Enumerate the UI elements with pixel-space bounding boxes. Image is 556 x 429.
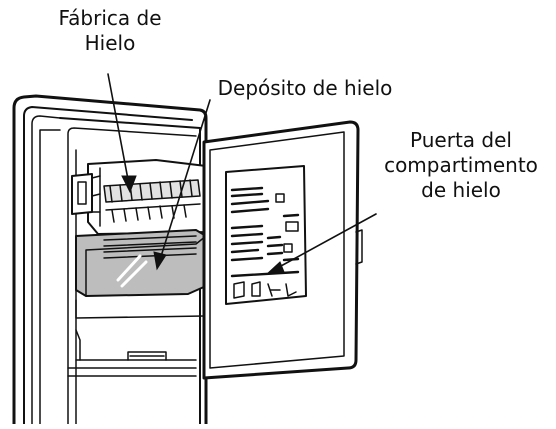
label-ice-door-line-1: Puerta del [410, 128, 512, 152]
ice-bin-leader [157, 99, 211, 267]
leader-lines [107, 73, 377, 273]
ice-bin-arrowhead [153, 251, 167, 271]
ice-bin [75, 229, 207, 319]
ice-door-arrowhead [265, 261, 285, 275]
label-ice-bin: Depósito de hielo [200, 76, 410, 101]
lower-drawer [75, 329, 197, 361]
label-ice-maker-line-2: Hielo [84, 31, 136, 55]
label-ice-compartment-door: Puerta del compartimento de hielo [368, 128, 554, 203]
label-ice-bin-line-1: Depósito de hielo [217, 76, 393, 100]
ice-maker-arrowhead [121, 175, 137, 194]
label-ice-door-line-3: de hielo [421, 178, 501, 202]
ice-maker-leader [107, 73, 131, 191]
label-ice-door-line-2: compartimento [384, 153, 538, 177]
label-ice-maker-line-1: Fábrica de [58, 6, 162, 30]
leader-arrowheads [121, 175, 285, 275]
instruction-sheet [225, 165, 307, 305]
label-ice-maker: Fábrica de Hielo [40, 6, 180, 56]
ice-maker [71, 159, 207, 235]
ice-door-leader [269, 213, 377, 273]
